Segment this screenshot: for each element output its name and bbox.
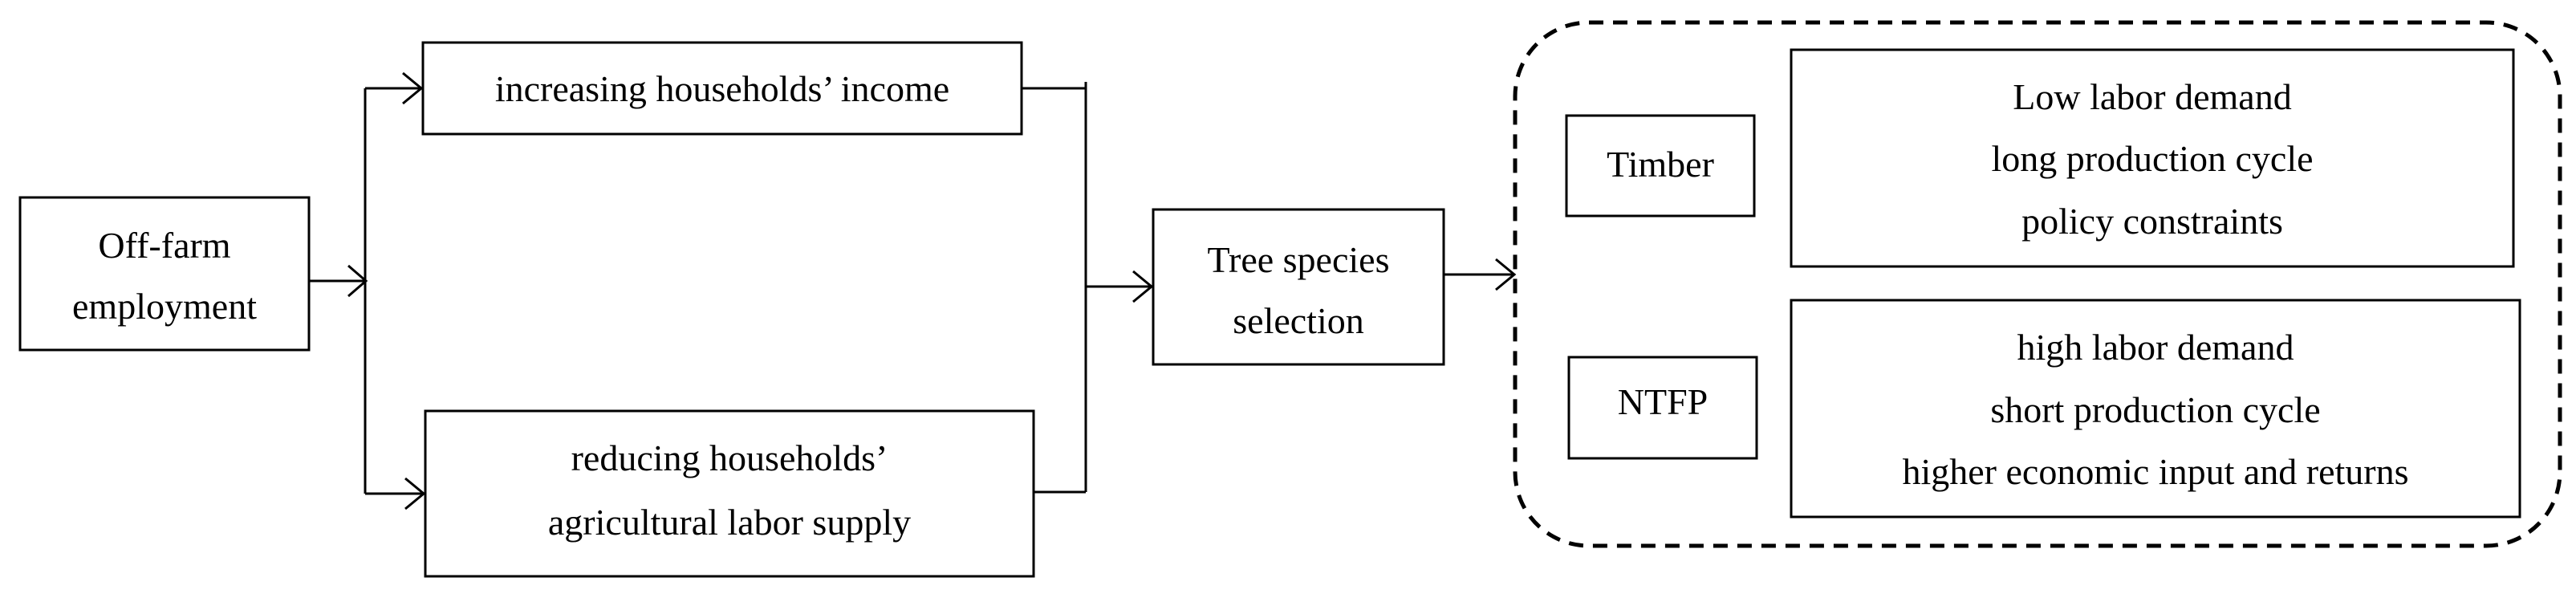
group-arrowhead — [1495, 258, 1517, 291]
tree-species-selection-node: Tree species selection — [1152, 208, 1445, 366]
ntfp-trait-labor: high labor demand — [2017, 327, 2294, 368]
off-farm-employment-line1: Off-farm — [98, 225, 230, 266]
connector-tree-group — [1444, 258, 1517, 291]
ntfp-label: NTFP — [1618, 381, 1708, 422]
connector-off-farm-split — [309, 71, 426, 510]
tree-species-selection-line2: selection — [1233, 300, 1364, 341]
reducing-labor-line1: reducing households’ — [571, 437, 888, 478]
timber-box — [1565, 114, 1756, 218]
tree-arrowhead — [1132, 270, 1154, 303]
timber-label: Timber — [1607, 144, 1714, 185]
timber-trait-policy: policy constraints — [2021, 201, 2283, 242]
connector-merge-tree — [1022, 82, 1154, 494]
increasing-income-node: increasing households’ income — [421, 41, 1023, 136]
ntfp-traits-box — [1790, 299, 2521, 519]
increasing-income-label: increasing households’ income — [495, 68, 949, 109]
tree-species-selection-line1: Tree species — [1208, 239, 1390, 280]
timber-traits-box — [1790, 48, 2515, 268]
ntfp-box — [1567, 356, 1758, 460]
timber-node: Timber — [1565, 114, 1756, 218]
timber-traits-node: Low labor demand long production cycle p… — [1790, 48, 2515, 268]
off-farm-employment-line2: employment — [72, 286, 257, 327]
labor-arrowhead — [404, 477, 426, 510]
ntfp-node: NTFP — [1567, 356, 1758, 460]
timber-trait-cycle: long production cycle — [1991, 138, 2313, 179]
increasing-income-box — [421, 41, 1023, 136]
income-arrowhead — [402, 71, 424, 105]
reducing-labor-node: reducing households’ agricultural labor … — [424, 409, 1035, 578]
off-farm-employment-node: Off-farm employment — [18, 196, 311, 352]
ntfp-traits-node: high labor demand short production cycle… — [1790, 299, 2521, 519]
reducing-labor-box — [424, 409, 1035, 578]
species-group-container — [1513, 20, 2562, 548]
ntfp-trait-cycle: short production cycle — [1990, 389, 2320, 430]
timber-trait-labor: Low labor demand — [2013, 76, 2291, 117]
off-farm-employment-box — [18, 196, 311, 352]
ntfp-trait-returns: higher economic input and returns — [1902, 451, 2408, 492]
tree-species-selection-box — [1152, 208, 1445, 366]
reducing-labor-line2: agricultural labor supply — [548, 502, 911, 543]
